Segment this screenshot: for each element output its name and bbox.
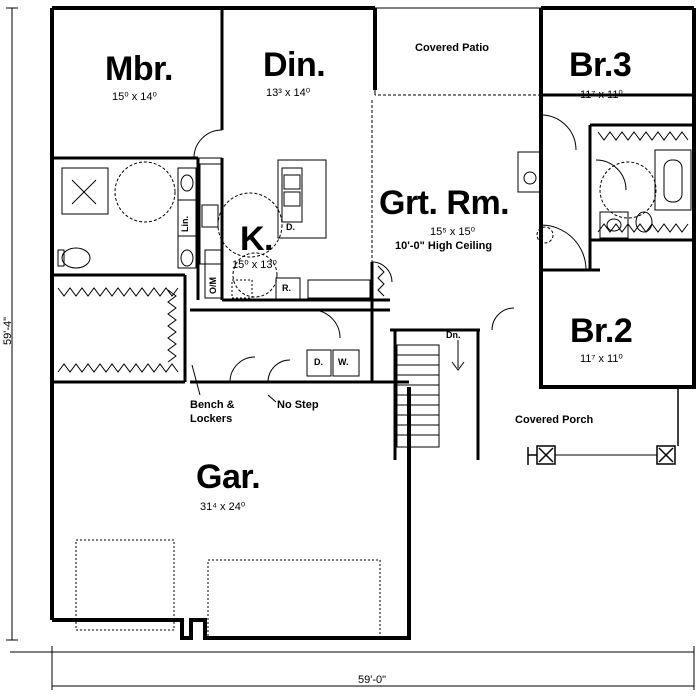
lockers-note: Lockers: [190, 413, 233, 425]
mbr-label: Mbr.: [105, 50, 173, 88]
dryer-label: D.: [314, 357, 323, 367]
stairs-down-label: Dn.: [446, 330, 461, 340]
kitchen-label: K.: [240, 220, 274, 258]
br2-dim: 11⁷ x 11⁰: [580, 353, 623, 365]
kitchen-dim: 15⁰ x 13⁰: [232, 259, 277, 271]
garage-doors: [75, 539, 381, 639]
depth-dimension: 59'-4": [2, 316, 14, 345]
porch-posts: [527, 387, 679, 465]
linen-label: Lin.: [180, 216, 190, 232]
br2-label: Br.2: [570, 312, 633, 350]
porch-label: Covered Porch: [515, 414, 594, 426]
interior-walls: [52, 8, 694, 460]
closet-hatching: [57, 131, 689, 373]
washer-label: W.: [338, 357, 349, 367]
dishwasher-label: D.: [286, 222, 295, 232]
oven-label: O/M: [208, 277, 218, 294]
great-room-note: 10'-0" High Ceiling: [395, 240, 493, 252]
patio-label: Covered Patio: [415, 42, 489, 54]
garage-dim: 31⁴ x 24⁰: [200, 501, 246, 513]
kitchen-fixtures: [199, 151, 543, 301]
din-dim: 13³ x 14⁰: [266, 87, 311, 99]
width-dimension: 59'-0": [358, 674, 387, 686]
br3-label: Br.3: [569, 46, 632, 84]
din-label: Din.: [263, 46, 326, 84]
bath-fixtures: [57, 149, 692, 269]
stairs: [396, 340, 465, 448]
dimension-lines: [6, 7, 695, 690]
garage-label: Gar.: [196, 458, 261, 496]
laundry-fixtures: [306, 349, 360, 377]
range-label: R.: [282, 283, 291, 293]
no-step-note: No Step: [277, 399, 319, 411]
great-room-label: Grt. Rm.: [379, 184, 510, 222]
bench-note: Bench &: [190, 399, 235, 411]
great-room-dim: 15⁵ x 15⁰: [430, 226, 476, 238]
patio-outline: [371, 7, 541, 262]
door-swings: [193, 114, 627, 383]
br3-dim: 11⁷ x 11⁰: [580, 89, 623, 101]
mbr-dim: 15⁰ x 14⁰: [112, 91, 157, 103]
